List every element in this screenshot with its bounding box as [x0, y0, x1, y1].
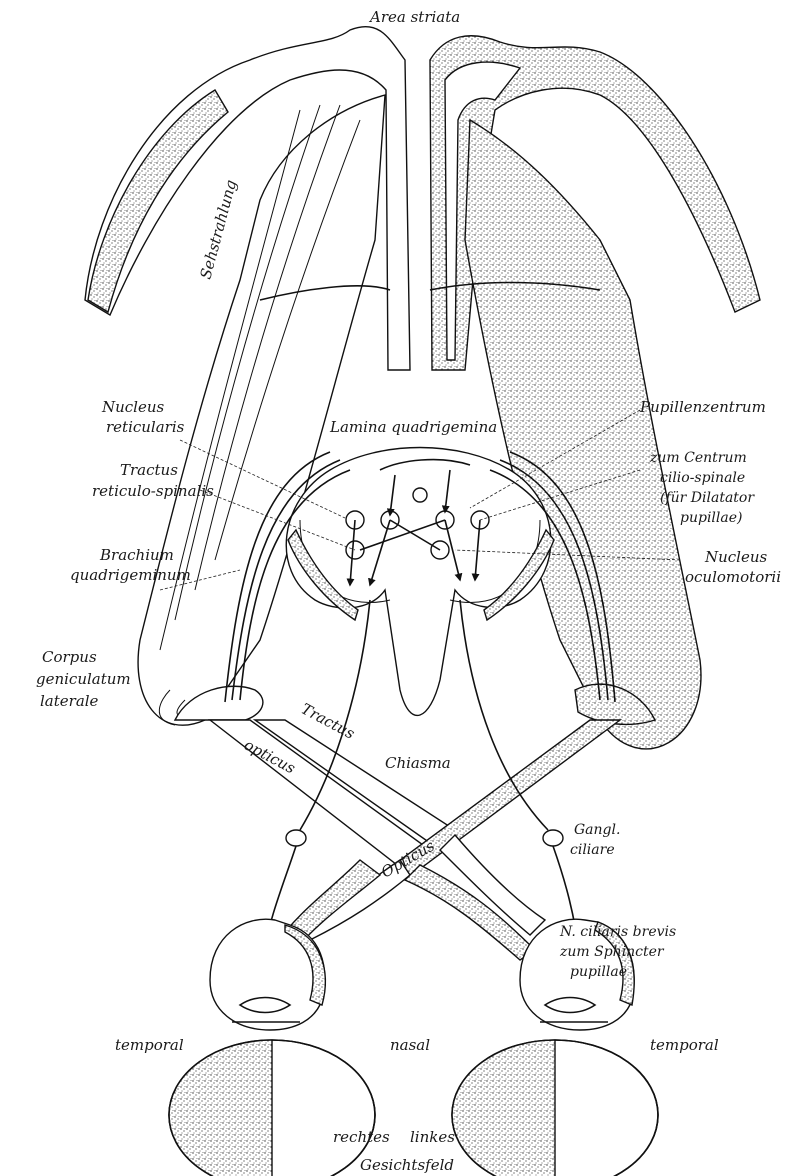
right-visual-field: [160, 1030, 375, 1176]
label-centrum-2: cilio-spinale: [660, 470, 745, 486]
label-nucleus-reticularis-2: reticularis: [106, 418, 185, 436]
label-centrum-4: pupillae): [680, 510, 742, 526]
label-sehstrahlung: Sehstrahlung: [196, 178, 240, 281]
label-nasal: nasal: [390, 1036, 430, 1054]
label-corpus-3: laterale: [40, 692, 99, 710]
label-centrum-3: (für Dilatator: [660, 490, 755, 506]
label-temporal-left: temporal: [115, 1036, 184, 1054]
label-lamina-quadrigemina: Lamina quadrigemina: [329, 418, 497, 436]
label-gangl-1: Gangl.: [574, 822, 620, 838]
label-brachium-2: quadrigeminum: [70, 566, 191, 584]
label-centrum-1: zum Centrum: [649, 450, 747, 466]
left-visual-field: [440, 1030, 658, 1176]
label-pupillenzentrum: Pupillenzentrum: [639, 398, 766, 416]
right-eye-globe: [210, 919, 325, 1030]
label-gesichtsfeld: Gesichtsfeld: [360, 1156, 454, 1174]
label-brachium-1: Brachium: [99, 546, 174, 564]
label-nucleus-reticularis-1: Nucleus: [101, 398, 165, 416]
label-tractus-reticulo-1: Tractus: [120, 461, 178, 479]
label-nucleus-oculomotorii-1: Nucleus: [704, 548, 768, 566]
label-corpus-1: Corpus: [42, 648, 97, 666]
label-area-striata: Area striata: [368, 8, 460, 26]
label-ciliaris-2: zum Sphincter: [559, 944, 665, 960]
label-ciliaris-1: N. ciliaris brevis: [559, 924, 676, 940]
label-nucleus-oculomotorii-2: oculomotorii: [685, 568, 781, 586]
label-rechtes: rechtes: [333, 1128, 390, 1146]
label-temporal-right: temporal: [650, 1036, 719, 1054]
label-ciliaris-3: pupillae: [570, 964, 627, 980]
label-corpus-2: geniculatum: [36, 670, 131, 688]
label-linkes: linkes: [410, 1128, 455, 1146]
label-chiasma: Chiasma: [385, 754, 451, 772]
right-sehstrahlung: [465, 120, 701, 749]
label-gangl-2: ciliare: [570, 842, 615, 858]
label-tractus-reticulo-2: reticulo-spinalis: [92, 482, 214, 500]
